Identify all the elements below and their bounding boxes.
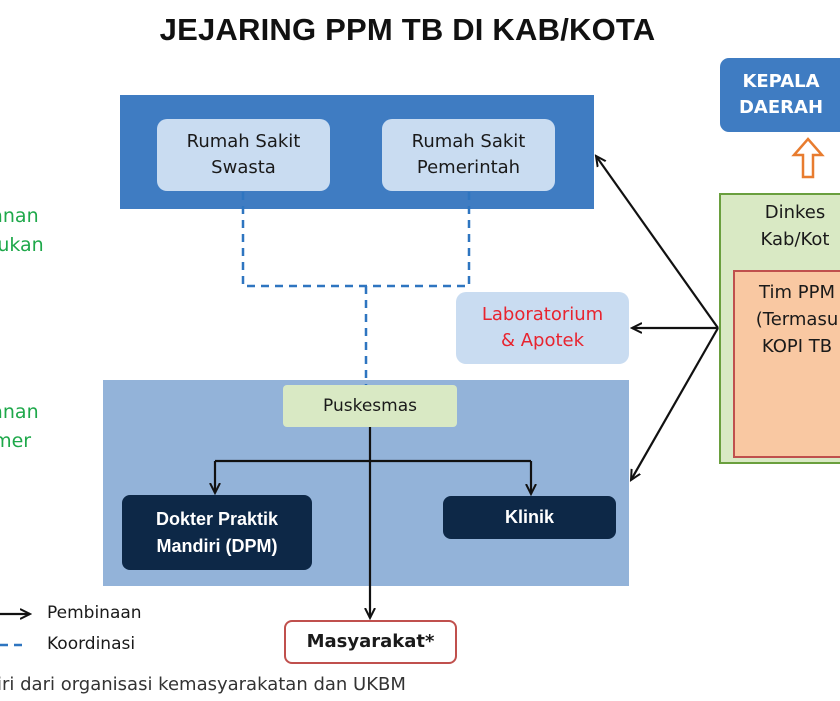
up-arrow-icon bbox=[791, 137, 825, 179]
puskesmas-node: Puskesmas bbox=[283, 385, 457, 427]
legend-pembinaan-label: Pembinaan bbox=[47, 603, 142, 623]
tim-ppm-line-1: Tim PPM bbox=[759, 282, 835, 303]
lab-apotek-node: Laboratorium & Apotek bbox=[456, 292, 629, 364]
dpm-node: Dokter Praktik Mandiri (DPM) bbox=[122, 495, 312, 570]
legend-koordinasi-label: Koordinasi bbox=[47, 634, 136, 654]
masyarakat-node: Masyarakat* bbox=[284, 620, 457, 664]
diagram-title: JEJARING PPM TB DI KAB/KOTA bbox=[159, 12, 656, 47]
tim-ppm-node bbox=[733, 270, 840, 458]
rs-pemerintah-line-2: Pemerintah bbox=[416, 157, 521, 178]
tim-ppm-label: Tim PPM (Termasu KOPI TB bbox=[742, 279, 840, 360]
coordination-lines bbox=[241, 192, 471, 385]
klinik-node: Klinik bbox=[443, 496, 616, 539]
rs-swasta-line-2: Swasta bbox=[211, 157, 276, 178]
puskesmas-pembinaan-lines bbox=[215, 427, 531, 618]
lab-apotek-line-1: Laboratorium bbox=[481, 303, 604, 325]
side-label-primer: yanan rimer bbox=[0, 398, 39, 455]
side-label-rujukan: yanan ujukan bbox=[0, 202, 44, 259]
rs-pemerintah-node: Rumah Sakit Pemerintah bbox=[382, 119, 555, 191]
kepala-daerah-line-1: KEPALA bbox=[742, 70, 820, 92]
footnote: liri dari organisasi kemasyarakatan dan … bbox=[0, 674, 406, 695]
dpm-line-1: Dokter Praktik bbox=[155, 509, 279, 530]
side-label-rujukan-line-2: ujukan bbox=[0, 233, 44, 256]
rs-pemerintah-line-1: Rumah Sakit bbox=[411, 130, 526, 152]
tim-ppm-line-3: KOPI TB bbox=[761, 336, 833, 357]
kepala-daerah-line-2: DAERAH bbox=[738, 97, 824, 118]
side-label-rujukan-line-1: yanan bbox=[0, 205, 39, 227]
kepala-daerah-node: KEPALA DAERAH bbox=[720, 58, 840, 132]
side-label-primer-line-2: rimer bbox=[0, 429, 32, 452]
dinkes-pembinaan-arrows bbox=[596, 156, 719, 480]
tim-ppm-line-2: (Termasu bbox=[755, 309, 839, 330]
dinkes-line-2: Kab/Kot bbox=[760, 229, 830, 250]
rs-swasta-line-1: Rumah Sakit bbox=[186, 130, 301, 152]
dinkes-label: Dinkes Kab/Kot bbox=[740, 199, 840, 253]
dinkes-line-1: Dinkes bbox=[764, 202, 826, 223]
rs-swasta-node: Rumah Sakit Swasta bbox=[157, 119, 330, 191]
side-label-primer-line-1: yanan bbox=[0, 401, 39, 423]
lab-apotek-line-2: & Apotek bbox=[500, 330, 585, 351]
dpm-line-2: Mandiri (DPM) bbox=[156, 535, 278, 556]
